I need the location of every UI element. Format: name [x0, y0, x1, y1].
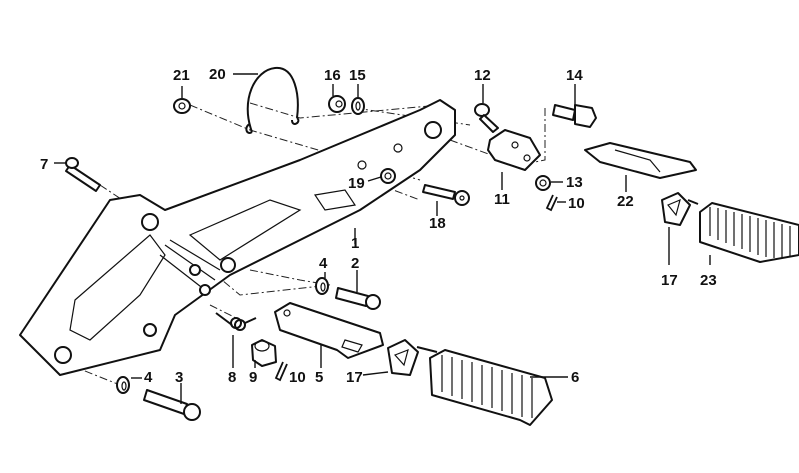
callout-13: 13	[566, 174, 583, 191]
pin	[65, 157, 101, 192]
pin-12	[474, 103, 499, 133]
bolt-3	[143, 389, 201, 421]
circlip	[245, 66, 300, 134]
callout-4-lower: 4	[144, 369, 153, 386]
holder-11	[487, 129, 541, 171]
footrest-22	[584, 142, 697, 179]
callout-16: 16	[324, 67, 341, 84]
callout-7: 7	[40, 156, 48, 173]
callout-22: 22	[617, 193, 634, 210]
nut-21	[173, 98, 191, 114]
callout-12: 12	[474, 67, 491, 84]
bolt-2	[335, 287, 381, 310]
callout-9: 9	[249, 369, 257, 386]
callout-14: 14	[566, 67, 583, 84]
callout-17-left: 17	[346, 369, 363, 386]
bushing-9	[251, 339, 277, 367]
callout-3: 3	[175, 369, 183, 386]
callout-10-lower: 10	[289, 369, 306, 386]
rubber-23	[699, 202, 799, 263]
callout-15: 15	[349, 67, 366, 84]
callout-6: 6	[571, 369, 579, 386]
leader-lines	[54, 73, 711, 404]
cotter-pin-10	[545, 194, 558, 212]
bolt-18	[422, 184, 470, 206]
bolt-14	[552, 104, 597, 128]
callout-23: 23	[700, 272, 717, 289]
callout-10-upper: 10	[568, 195, 585, 212]
holder-17-left	[387, 339, 438, 376]
washer-15	[351, 97, 365, 115]
callout-11: 11	[494, 191, 510, 208]
callout-labels: 21 20 16 15 7 19 1 18 12 14 11 13 10 22 …	[40, 66, 717, 386]
footrest-5	[274, 302, 384, 359]
callout-18: 18	[429, 215, 446, 232]
callout-19: 19	[348, 175, 365, 192]
washer-4-upper	[315, 277, 329, 295]
cotter-pin-10-lower	[274, 361, 288, 382]
holder-17-right	[661, 192, 699, 226]
washer-19	[380, 168, 396, 184]
nut-16	[328, 95, 346, 113]
callout-20: 20	[209, 66, 226, 83]
callout-1: 1	[351, 235, 359, 252]
washer-13	[535, 175, 551, 191]
callout-8: 8	[228, 369, 236, 386]
callout-17-right: 17	[661, 272, 678, 289]
callout-4-upper: 4	[319, 255, 328, 272]
footrest-bracket	[19, 99, 456, 376]
spring-8	[215, 312, 257, 331]
callout-5: 5	[315, 369, 323, 386]
callout-2: 2	[351, 255, 359, 272]
callout-21: 21	[173, 67, 190, 84]
rubber-6	[429, 349, 553, 426]
washer-4-lower	[116, 376, 130, 394]
